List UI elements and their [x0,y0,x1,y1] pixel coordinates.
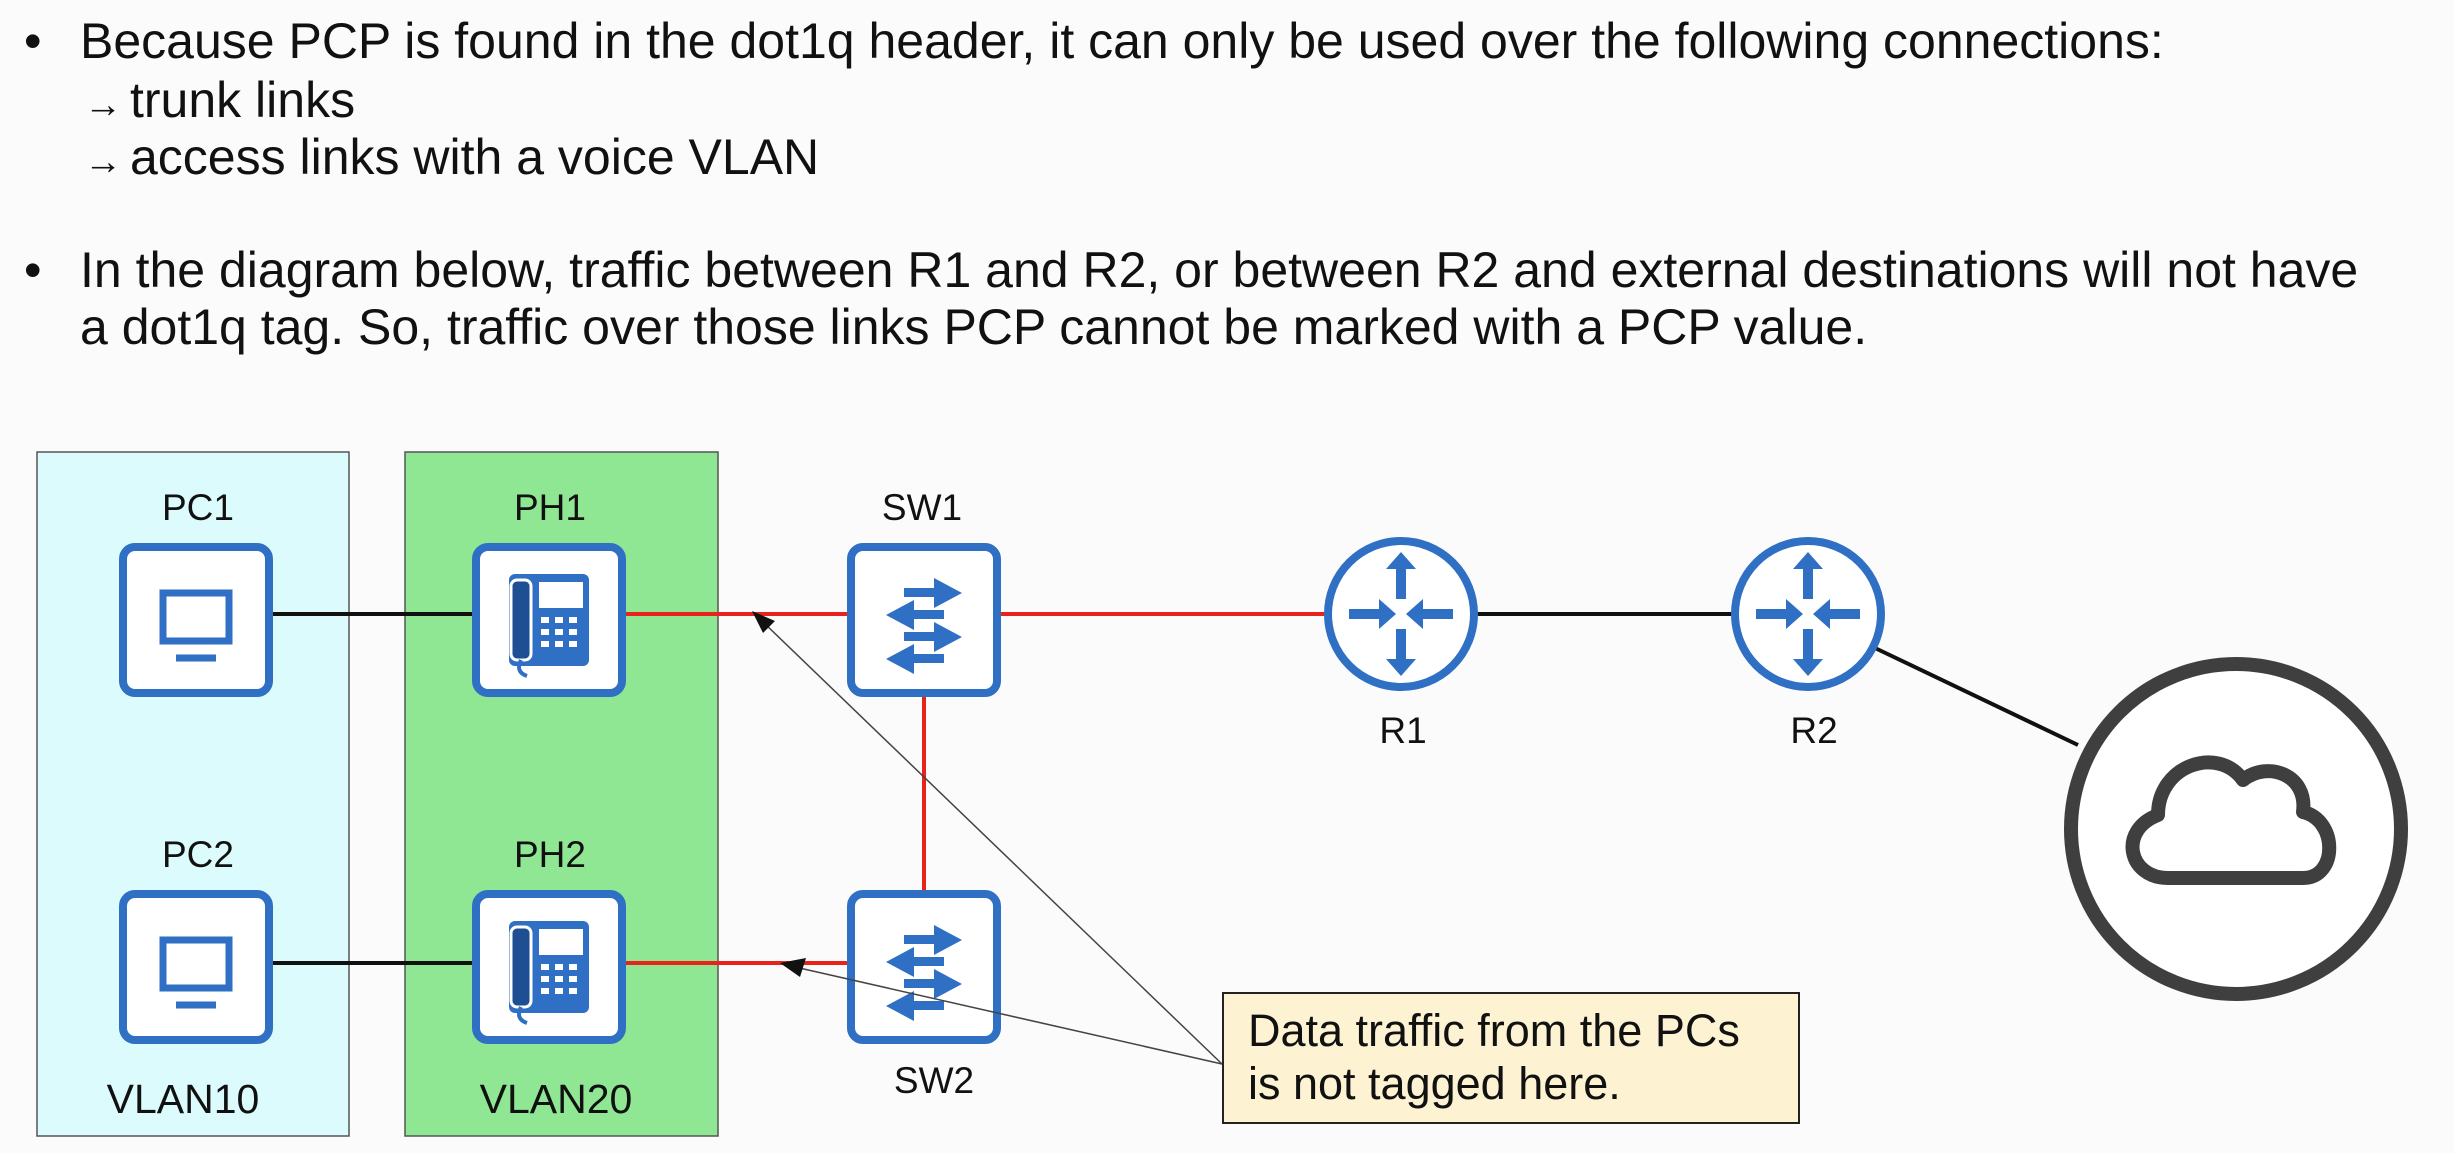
bullet-pcp-dot1q: • Because PCP is found in the dot1q head… [24,13,2164,70]
sub-item-trunk-links: →trunk links [84,72,355,134]
vlan20-label: VLAN20 [480,1076,633,1122]
sw2-label: SW2 [894,1060,974,1101]
pc1-label: PC1 [162,487,234,528]
network-links [272,612,2079,965]
internet-cloud-icon [2064,657,2408,1001]
bullet-marker: • [24,242,42,298]
pc2-icon[interactable] [123,894,269,1040]
sub-item-text: access links with a voice VLAN [130,129,820,185]
r2-label: R2 [1790,710,1837,751]
bullet-diagram-note-cont: a dot1q tag. So, traffic over those link… [80,299,1867,356]
sub-item-access-links: →access links with a voice VLAN [84,129,819,191]
callout-note: Data traffic from the PCs is not tagged … [1222,992,1800,1124]
sw1-label: SW1 [882,487,962,528]
bullet-marker: • [24,13,42,69]
ph2-phone-icon[interactable] [476,894,622,1040]
r1-label: R1 [1379,710,1426,751]
ph1-phone-icon[interactable] [476,547,622,693]
pc2-label: PC2 [162,834,234,875]
sw2-switch-icon[interactable] [851,894,997,1040]
ph1-label: PH1 [514,487,586,528]
r1-router-icon[interactable] [1328,541,1474,687]
callout-line1: Data traffic from the PCs [1248,1005,1740,1056]
callout-pointers [752,611,1223,1065]
arrow-icon: → [84,141,122,183]
sw1-switch-icon[interactable] [851,547,997,693]
vlan10-label: VLAN10 [107,1076,260,1122]
bullet-diagram-note: • In the diagram below, traffic between … [24,242,2359,299]
callout-line2: is not tagged here. [1248,1058,1621,1109]
pc1-icon[interactable] [123,547,269,693]
r2-router-icon[interactable] [1735,541,1881,687]
sub-item-text: trunk links [130,72,356,128]
ph2-label: PH2 [514,834,586,875]
link-r2-internet [1874,646,2079,747]
bullet-text-line2: a dot1q tag. So, traffic over those link… [80,299,1868,355]
bullet-text-line1: In the diagram below, traffic between R1… [80,242,2359,298]
arrow-icon: → [84,84,122,126]
bullet-text: Because PCP is found in the dot1q header… [80,13,2164,69]
